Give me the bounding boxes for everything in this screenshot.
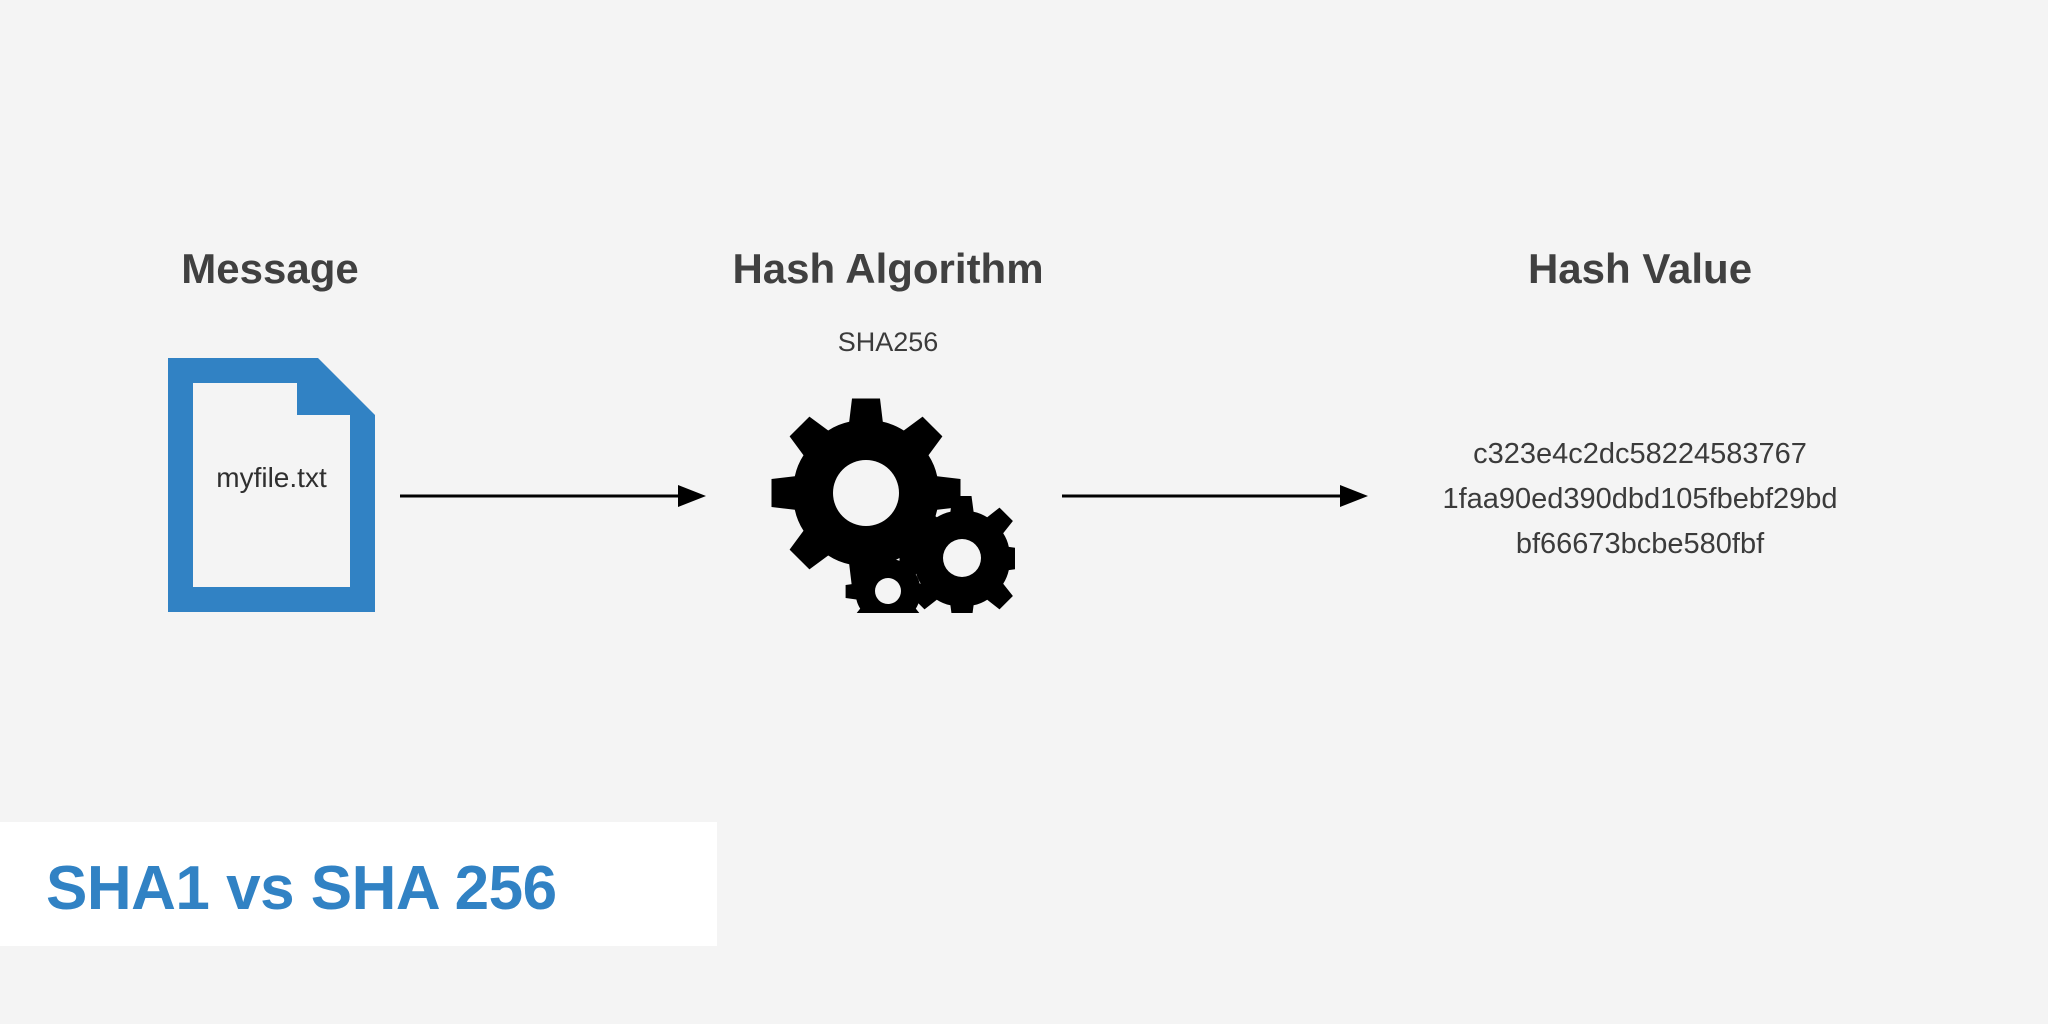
column-title-hash-value: Hash Value xyxy=(1527,245,1753,292)
arrow-right-icon xyxy=(400,476,706,516)
file-name-label: myfile.txt xyxy=(216,462,327,493)
hash-value-line: c323e4c2dc58224583767 xyxy=(1473,438,1807,470)
column-title-hash-algorithm: Hash Algorithm xyxy=(732,245,1044,292)
file-document-icon xyxy=(168,358,375,612)
hash-value-line: bf66673bcbe580fbf xyxy=(1515,528,1765,560)
banner-title: SHA1 vs SHA 256 xyxy=(46,854,557,923)
gears-icon xyxy=(770,398,1015,613)
hash-value-text: c323e4c2dc58224583767 1faa90ed390dbd105f… xyxy=(1380,432,1900,567)
arrow-right-icon xyxy=(1062,476,1368,516)
column-title-message: Message xyxy=(181,245,359,292)
title-banner xyxy=(0,822,717,946)
hash-value-line: 1faa90ed390dbd105fbebf29bd xyxy=(1442,483,1838,515)
column-subtitle-sha256: SHA256 xyxy=(837,327,939,357)
